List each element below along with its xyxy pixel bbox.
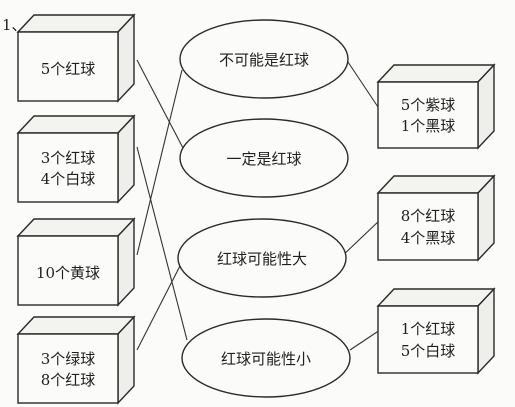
box-front-face: [17, 333, 119, 404]
box-front-face: [17, 235, 119, 306]
left-box-4-line-2: 8个红球: [41, 371, 96, 389]
middle-oval-4: 红球可能性小: [181, 318, 351, 398]
middle-oval-2-label: 一定是红球: [226, 150, 301, 168]
middle-oval-1: 不可能是红球: [179, 19, 349, 99]
connector-line: [347, 61, 381, 111]
box-front-face: [377, 305, 479, 374]
right-box-3-line-1: 1个红球: [401, 320, 456, 338]
box-front-face: [17, 132, 119, 203]
right-box-3-line-2: 5个白球: [401, 342, 456, 360]
right-box-1-line-2: 1个黑球: [401, 117, 456, 135]
box-top-face: [16, 316, 136, 335]
oval-shape: [179, 118, 349, 198]
right-box-2: 8个红球 4个黑球: [376, 174, 496, 262]
box-top-face: [16, 218, 136, 237]
connector-line: [136, 59, 184, 149]
box-top-face: [16, 14, 136, 33]
left-box-2-line-2: 4个白球: [41, 170, 96, 188]
right-box-2-line-2: 4个黑球: [401, 229, 456, 247]
middle-oval-3: 红球可能性大: [177, 218, 347, 298]
right-box-1: 5个紫球 1个黑球: [376, 63, 496, 150]
left-box-3-line-1: 10个黄球: [36, 264, 100, 282]
oval-shape: [179, 19, 349, 99]
right-box-2-line-1: 8个红球: [401, 207, 456, 225]
middle-oval-4-label: 红球可能性小: [221, 350, 311, 368]
connector-line: [136, 69, 183, 256]
left-box-1: 5个红球: [16, 13, 136, 103]
left-box-1-line-1: 5个红球: [41, 60, 96, 78]
box-top-face: [376, 288, 496, 307]
oval-shape: [181, 318, 351, 398]
connector-line: [349, 329, 381, 351]
left-box-2-line-1: 3个红球: [41, 149, 96, 167]
left-box-2: 3个红球 4个白球: [16, 114, 136, 204]
connector-line: [136, 261, 183, 351]
box-front-face: [377, 192, 479, 261]
oval-shape: [177, 218, 347, 298]
box-front-face: [377, 81, 479, 149]
middle-oval-3-label: 红球可能性大: [217, 250, 307, 268]
box-top-face: [16, 115, 136, 134]
right-box-1-line-1: 5个紫球: [401, 96, 456, 114]
connector-line: [339, 219, 381, 259]
middle-oval-1-label: 不可能是红球: [219, 51, 309, 69]
box-top-face: [376, 175, 496, 194]
box-top-face: [376, 64, 496, 83]
connector-line: [136, 146, 188, 341]
left-box-3: 10个黄球: [16, 217, 136, 307]
connector-lines: [136, 59, 381, 351]
left-box-4-line-1: 3个绿球: [41, 350, 96, 368]
middle-oval-2: 一定是红球: [179, 118, 349, 198]
box-front-face: [17, 31, 119, 102]
right-box-3: 1个红球 5个白球: [376, 287, 496, 375]
left-box-4: 3个绿球 8个红球: [16, 315, 136, 405]
